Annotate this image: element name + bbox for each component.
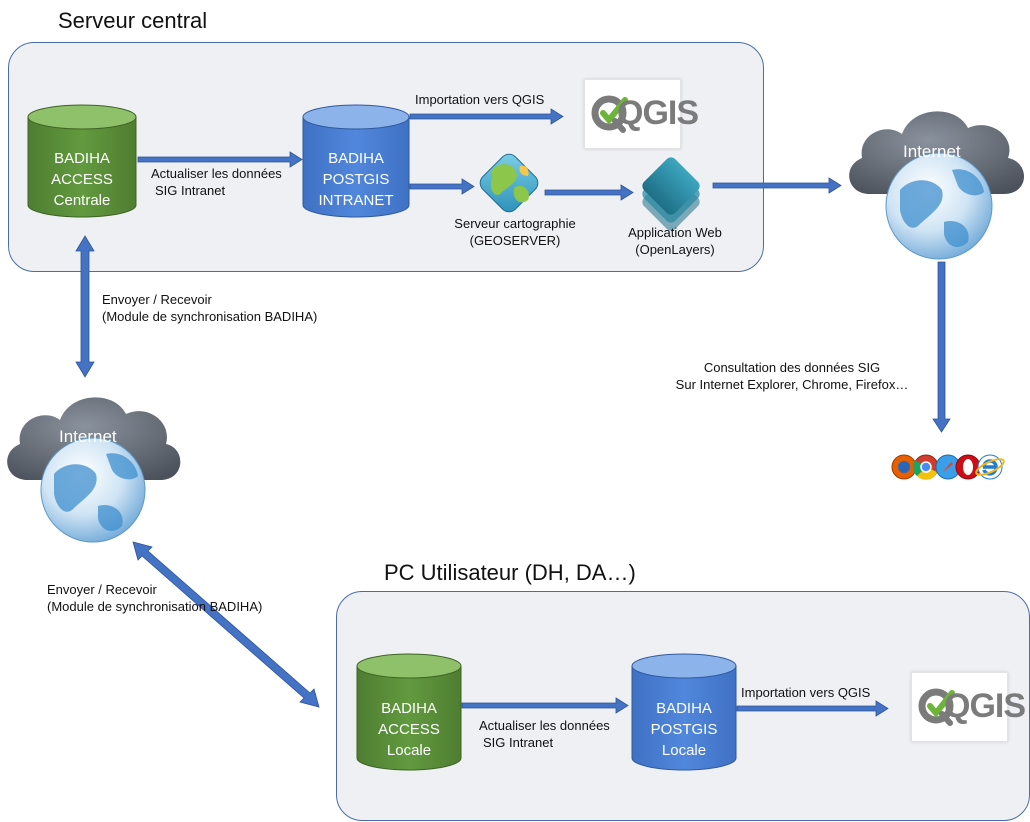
qgis-logo-central: QGIS xyxy=(584,79,699,149)
sync-label-bottom: Envoyer / Recevoir (Module de synchronis… xyxy=(47,582,263,614)
consultation-label: Consultation des données SIG Sur Interne… xyxy=(675,360,909,392)
qgis-icon xyxy=(591,95,628,133)
db-access-central-cylinder xyxy=(27,104,137,218)
geoserver-icon xyxy=(479,153,539,213)
arrow-import-qgis-locale xyxy=(736,700,889,717)
update-label-locale: Actualiser les données SIG Intranet xyxy=(479,718,610,750)
qgis-logo-text-locale: QGIS xyxy=(944,687,1026,725)
arrows xyxy=(75,108,951,717)
qgis-logo-text-central: QGIS xyxy=(617,94,699,132)
internet-label-left: Internet xyxy=(59,427,117,446)
import-label-central: Importation vers QGIS xyxy=(415,92,545,107)
arrow-import-qgis-central xyxy=(409,108,564,125)
arrow-update-central xyxy=(137,151,303,168)
sync-label-top: Envoyer / Recevoir (Module de synchronis… xyxy=(102,292,318,324)
arrow-internet-browsers xyxy=(932,261,951,433)
import-label-locale: Importation vers QGIS xyxy=(741,685,871,700)
db-postgis-intranet-cylinder xyxy=(302,104,410,218)
db-access-central-label: BADIHA ACCESS Centrale xyxy=(51,150,113,209)
arrow-sync-diagonal xyxy=(132,541,320,708)
arrow-webapp-internet xyxy=(712,177,842,194)
globe-icon-right xyxy=(885,152,993,260)
internet-label-right: Internet xyxy=(903,142,961,161)
db-postgis-locale-cylinder xyxy=(631,653,737,771)
update-label-central: Actualiser les données SIG Intranet xyxy=(151,166,282,198)
arrow-update-locale xyxy=(461,697,629,714)
db-postgis-locale-label: BADIHA POSTGIS Locale xyxy=(650,700,718,759)
geoserver-label: Serveur cartographie (GEOSERVER) xyxy=(454,216,576,248)
globe-icon-left xyxy=(40,437,146,543)
db-access-locale-label: BADIHA ACCESS Locale xyxy=(378,700,440,759)
db-postgis-intranet-label: BADIHA POSTGIS INTRANET xyxy=(318,150,394,209)
browser-icons xyxy=(891,454,1005,480)
webapp-icon xyxy=(642,157,700,231)
arrow-geoserver-webapp xyxy=(544,184,634,201)
user-pc-title: PC Utilisateur (DH, DA…) xyxy=(384,560,636,585)
arrow-postgis-geoserver xyxy=(409,178,475,195)
qgis-icon xyxy=(918,688,955,726)
qgis-logo-locale: QGIS xyxy=(911,672,1026,742)
db-access-locale-cylinder xyxy=(356,653,462,771)
arrow-sync-vertical xyxy=(75,235,95,378)
webapp-label: Application Web (OpenLayers) xyxy=(628,225,722,257)
central-server-title: Serveur central xyxy=(58,8,208,33)
